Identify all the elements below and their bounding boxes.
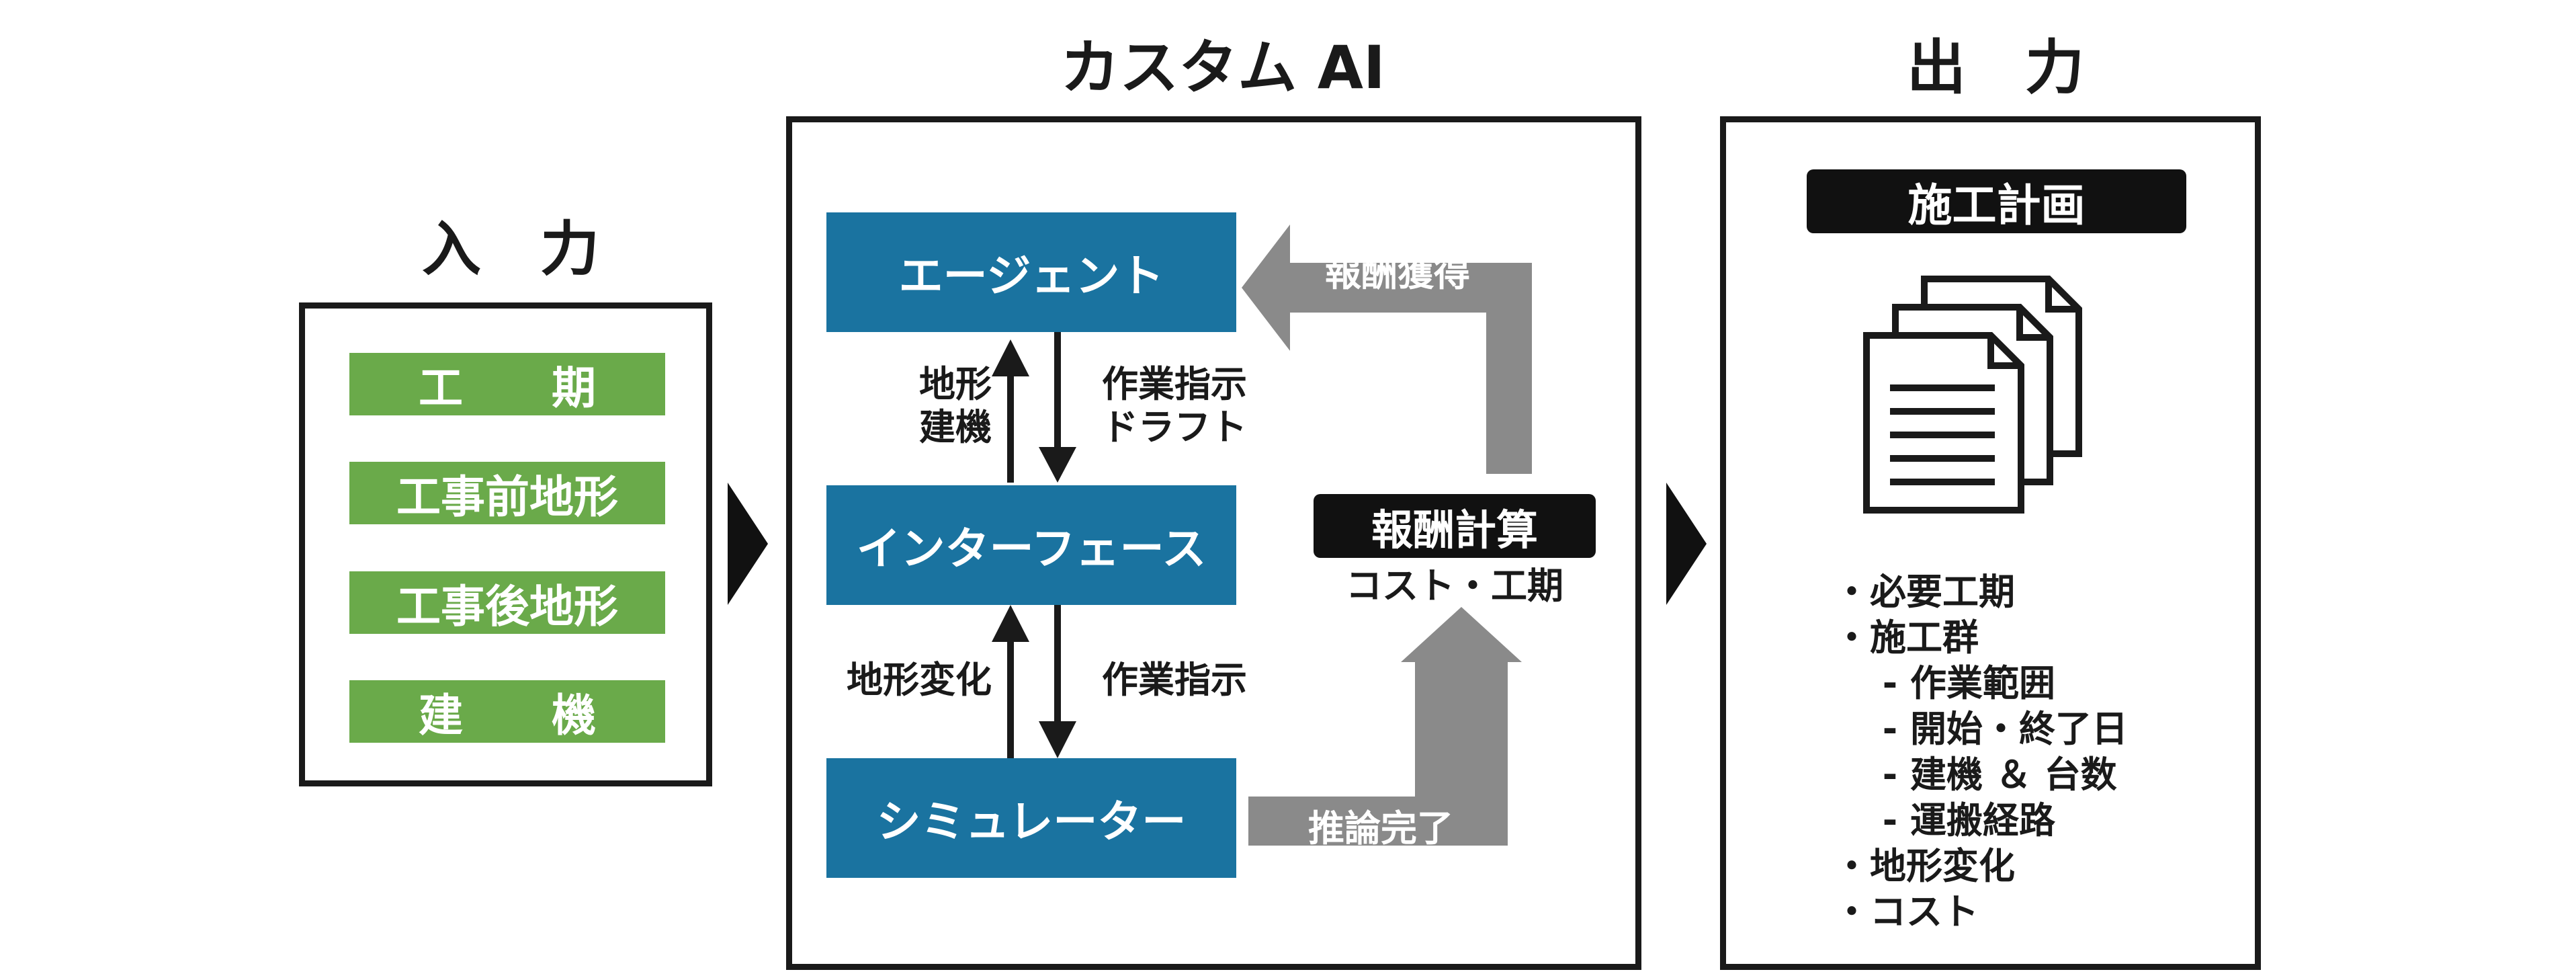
input-item-terrain-after: 工事後地形: [349, 571, 665, 634]
output-list-item: ・必要工期: [1834, 571, 2015, 613]
input-heading: 入 力: [421, 214, 599, 284]
simulator-box: シミュレーター: [826, 758, 1236, 878]
input-item-terrain-before: 工事前地形: [349, 462, 665, 524]
output-heading: 出 力: [1906, 33, 2084, 102]
output-list-item: ・施工群: [1834, 616, 1979, 659]
input-item-machinery: 建 機: [349, 680, 665, 743]
inference-done-arrow: [1248, 607, 1522, 846]
custom-ai-panel: [786, 116, 1641, 970]
interface-simulator-arrows: [992, 604, 1076, 758]
terrain-change-label: 地形変化: [847, 659, 992, 701]
output-list-item: - 建機 ＆ 台数: [1834, 753, 2117, 796]
work-instruction-draft-label: 作業指示 ドラフト: [1102, 363, 1247, 448]
work-instruction-label: 作業指示: [1102, 659, 1247, 701]
input-item-period: 工 期: [349, 353, 665, 415]
reward-acquired-label: 報酬獲得: [1325, 252, 1470, 294]
output-list-item: - 運搬経路: [1834, 799, 2056, 842]
terrain-machinery-label: 地形 建機: [919, 363, 992, 448]
document-stack-icon: [1863, 276, 2082, 514]
agent-box: エージェント: [826, 212, 1236, 332]
construction-plan-badge: 施工計画: [1807, 169, 2186, 233]
output-list-item: ・コスト: [1834, 891, 1979, 933]
ai-to-output-chevron: [1666, 483, 1707, 605]
output-list-item: ・地形変化: [1834, 845, 2015, 887]
output-list-item: - 作業範囲: [1834, 662, 2056, 704]
interface-box: インターフェース: [826, 485, 1236, 605]
reward-calc-sub-label: コスト・工期: [1346, 565, 1563, 607]
input-to-ai-chevron: [728, 483, 768, 605]
output-list: ・必要工期 ・施工群 - 作業範囲 - 開始・終了日 - 建機 ＆ 台数 - 運…: [1834, 569, 2250, 935]
inference-done-label: 推論完了: [1308, 807, 1453, 850]
custom-ai-heading: カスタム AI: [1060, 33, 1385, 102]
reward-calc-badge: 報酬計算: [1314, 494, 1596, 558]
reward-acquired-arrow: [1242, 225, 1532, 474]
output-panel: 施工計画 ・必要工期 ・施工群 - 作業範囲 - 開始・終了日 - 建機 ＆ 台…: [1720, 116, 2261, 970]
output-list-item: - 開始・終了日: [1834, 708, 2129, 750]
agent-interface-arrows: [992, 330, 1076, 483]
input-panel: 工 期 工事前地形 工事後地形 建 機: [299, 302, 712, 786]
